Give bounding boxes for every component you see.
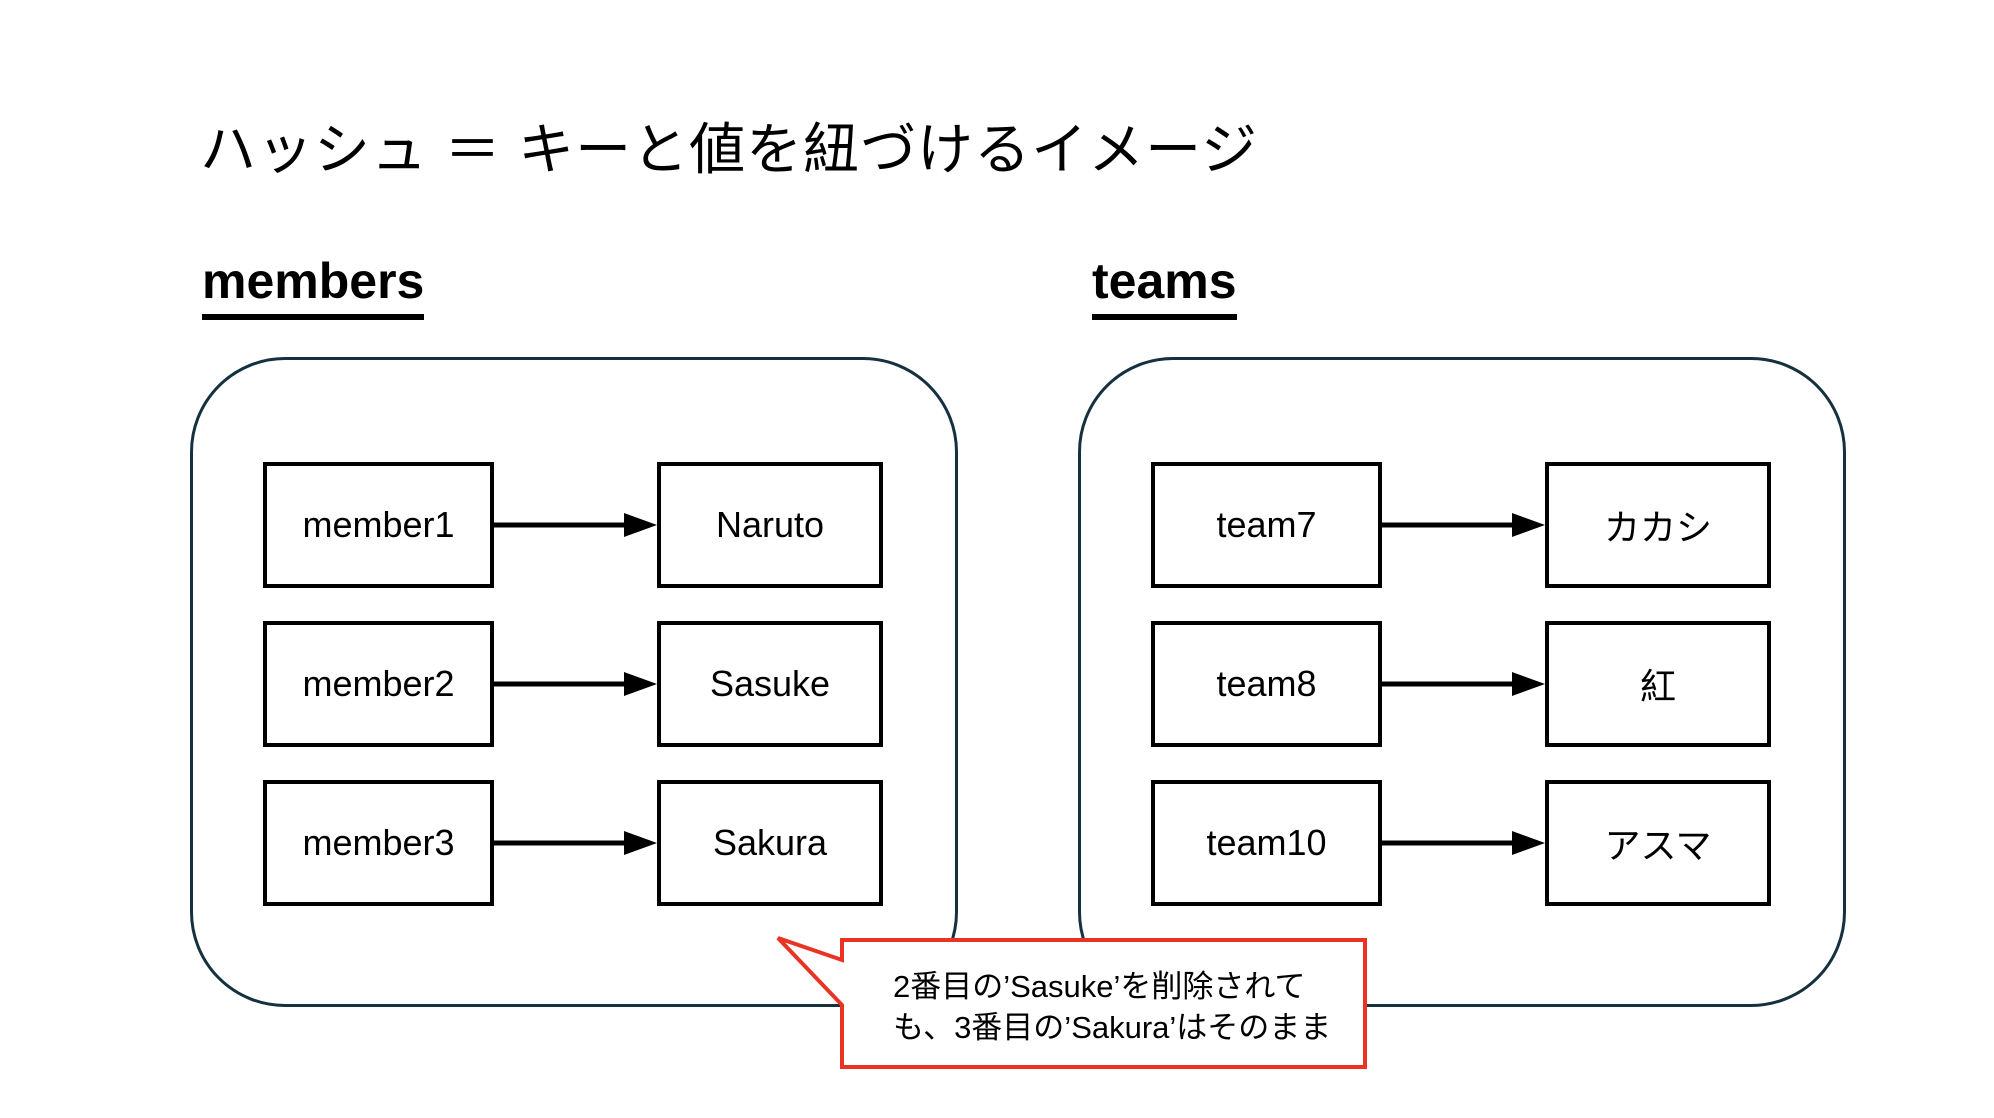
callout-text-line1: 2番目の’Sasuke’を削除されて xyxy=(893,969,1306,1004)
page-title: ハッシュ ＝ キーと値を紐づけるイメージ xyxy=(200,118,1258,181)
arrow-right-icon xyxy=(1382,831,1545,855)
key-box-member3: member3 xyxy=(263,780,494,906)
hash-container-members: member1 Naruto member2 Sasuke member3 Sa… xyxy=(190,357,958,1007)
arrow-right-icon xyxy=(494,831,657,855)
value-box-kurenai: 紅 xyxy=(1545,621,1771,747)
section-heading-teams: teams xyxy=(1092,254,1237,320)
key-box-member1: member1 xyxy=(263,462,494,588)
key-box-team10: team10 xyxy=(1151,780,1382,906)
arrow-right-icon xyxy=(494,513,657,537)
value-box-naruto: Naruto xyxy=(657,462,883,588)
arrow-right-icon xyxy=(1382,672,1545,696)
key-box-team8: team8 xyxy=(1151,621,1382,747)
value-box-asuma: アスマ xyxy=(1545,780,1771,906)
pair-row-team10: team10 アスマ xyxy=(1081,780,1843,906)
value-box-sasuke: Sasuke xyxy=(657,621,883,747)
value-box-sakura: Sakura xyxy=(657,780,883,906)
callout-text-line2: も、3番目の’Sakura’はそのまま xyxy=(893,1010,1332,1045)
pair-row-team8: team8 紅 xyxy=(1081,621,1843,747)
value-box-kakashi: カカシ xyxy=(1545,462,1771,588)
section-heading-members: members xyxy=(202,254,425,320)
key-box-member2: member2 xyxy=(263,621,494,747)
pair-row-member3: member3 Sakura xyxy=(193,780,955,906)
arrow-right-icon xyxy=(494,672,657,696)
pair-row-team7: team7 カカシ xyxy=(1081,462,1843,588)
key-box-team7: team7 xyxy=(1151,462,1382,588)
callout-bubble xyxy=(776,936,1367,1069)
pair-row-member2: member2 Sasuke xyxy=(193,621,955,747)
hash-container-teams: team7 カカシ team8 紅 team10 アスマ xyxy=(1078,357,1846,1007)
pair-row-member1: member1 Naruto xyxy=(193,462,955,588)
arrow-right-icon xyxy=(1382,513,1545,537)
